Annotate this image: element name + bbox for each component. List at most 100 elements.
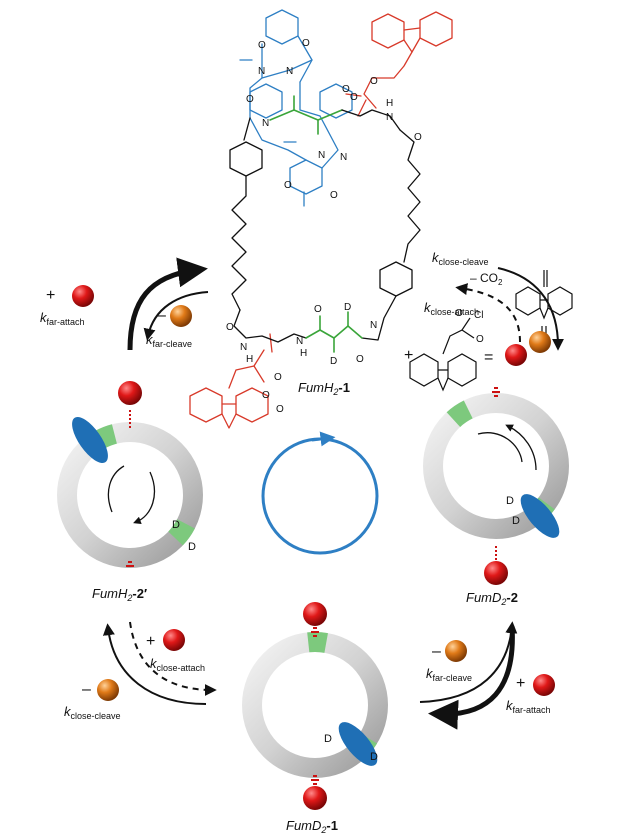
- cycle-arrowhead: [311, 431, 336, 447]
- equals-sign: =: [484, 349, 493, 366]
- atom-label: O: [342, 84, 350, 95]
- macrocycle: [239, 9, 353, 207]
- atom-label: N: [370, 320, 377, 331]
- d-label: D: [370, 751, 378, 763]
- rate-far-attach-left: kfar-attach: [40, 310, 85, 327]
- orange-ball: [445, 640, 467, 662]
- fmoc-cl-reagent: O O Cl: [409, 308, 484, 392]
- axle-bottom: [233, 295, 397, 343]
- orange-ball: [97, 679, 119, 701]
- molecule-label: FumH2-1: [298, 380, 350, 397]
- orange-ball: [170, 305, 192, 327]
- atom-label: N: [262, 118, 269, 129]
- orange-ball: [529, 331, 551, 353]
- atom-label: O: [274, 372, 282, 383]
- ring-right: D D: [423, 387, 569, 585]
- state-label-right: FumD2-2: [466, 590, 518, 607]
- d-label: D: [512, 515, 520, 527]
- arrow-close-cleave-top: [497, 267, 564, 351]
- d-label: D: [188, 541, 196, 553]
- macrocycle-bead: [338, 722, 378, 766]
- fumaramide-bottom: [305, 311, 363, 353]
- minus-sign: –: [432, 643, 441, 660]
- red-stopper: [118, 381, 142, 405]
- rate-close-cleave-right: kclose-cleave: [432, 250, 489, 267]
- minus-sign: –: [157, 307, 166, 324]
- bottom-left-rates: + kclose-attach – kclose-cleave: [64, 621, 217, 721]
- plus-sign: +: [146, 633, 155, 650]
- top-right-rates: kclose-cleave – CO2 kclose-attach: [424, 250, 564, 353]
- top-left-rates: + kfar-attach – kfar-cleave: [40, 257, 209, 351]
- arrow-close-attach-top: [455, 283, 521, 343]
- atom-label: N: [296, 336, 303, 347]
- atom-label: O: [356, 354, 364, 365]
- state-label-bottom: FumD2-1: [286, 818, 338, 835]
- macrocycle-bead: [520, 494, 560, 538]
- atom-label: O: [276, 404, 284, 415]
- atom-label: H: [300, 348, 307, 359]
- atom-label: H: [246, 354, 253, 365]
- d-label: D: [324, 733, 332, 745]
- atom-label: O: [414, 132, 422, 143]
- cycle-circle: [261, 437, 379, 555]
- atom-label: N: [318, 150, 325, 161]
- red-stopper: [303, 602, 327, 626]
- arrow-far-attach-top: [127, 257, 208, 351]
- red-stopper: [303, 786, 327, 810]
- ring-bottom: D D: [242, 602, 388, 810]
- d-label: D: [506, 495, 514, 507]
- atom-label: D: [344, 302, 351, 313]
- arrow-close-cleave-bottom: [102, 623, 207, 705]
- minus-sign: –: [82, 681, 91, 698]
- arrow-far-cleave-top: [143, 291, 209, 341]
- atom-labels: O O N N O N N N O O O O O N H O O N H N …: [226, 38, 422, 415]
- rate-close-cleave-bottom: kclose-cleave: [64, 704, 121, 721]
- red-stopper: [484, 561, 508, 585]
- atom-label: O: [302, 38, 310, 49]
- rate-far-cleave-bottom: kfar-cleave: [426, 666, 472, 683]
- atom-label: O: [246, 94, 254, 105]
- atom-label: O: [370, 76, 378, 87]
- red-ball-reagent: [505, 344, 527, 366]
- bottom-right-rates: – kfar-cleave + kfar-attach: [419, 621, 555, 730]
- atom-label: N: [286, 66, 293, 77]
- cycle-indicator: [261, 431, 379, 555]
- atom-label: O: [350, 92, 358, 103]
- atom-label: H: [386, 98, 393, 109]
- atom-label: N: [386, 112, 393, 123]
- atom-label: N: [240, 342, 247, 353]
- d-label: D: [172, 519, 180, 531]
- plus-sign: +: [516, 675, 525, 692]
- axle-core-top: [269, 95, 343, 135]
- atom-label: O: [262, 390, 270, 401]
- rate-far-attach-bottom: kfar-attach: [506, 698, 551, 715]
- rate-far-cleave-left: kfar-cleave: [146, 332, 192, 349]
- red-ball: [163, 629, 185, 651]
- atom-label: O: [455, 308, 463, 319]
- atom-label: O: [330, 190, 338, 201]
- co2-label: – CO2: [470, 271, 503, 287]
- atom-label: Cl: [474, 310, 483, 321]
- plus-sign: +: [404, 347, 413, 364]
- axle-top: [229, 109, 421, 311]
- rate-close-attach-right: kclose-attach: [424, 300, 479, 317]
- atom-label: N: [340, 152, 347, 163]
- red-ball: [72, 285, 94, 307]
- plus-sign: +: [46, 287, 55, 304]
- dibenzofulvene: [515, 270, 573, 334]
- atom-label: D: [330, 356, 337, 367]
- atom-label: O: [284, 180, 292, 191]
- fmoc-bottom: [189, 333, 273, 429]
- atom-label: O: [314, 304, 322, 315]
- fmoc-top: [345, 11, 453, 117]
- arrow-close-attach-bottom: [129, 621, 217, 696]
- atom-label: O: [476, 334, 484, 345]
- atom-label: O: [226, 322, 234, 333]
- macrocycle-bead: [72, 417, 108, 463]
- molecule-structure: O O N N O N N N O O O O O N H O O N H N …: [189, 9, 453, 429]
- red-ball: [533, 674, 555, 696]
- rate-close-attach-bottom: kclose-attach: [150, 656, 205, 673]
- arrow-far-attach-bottom: [428, 625, 515, 730]
